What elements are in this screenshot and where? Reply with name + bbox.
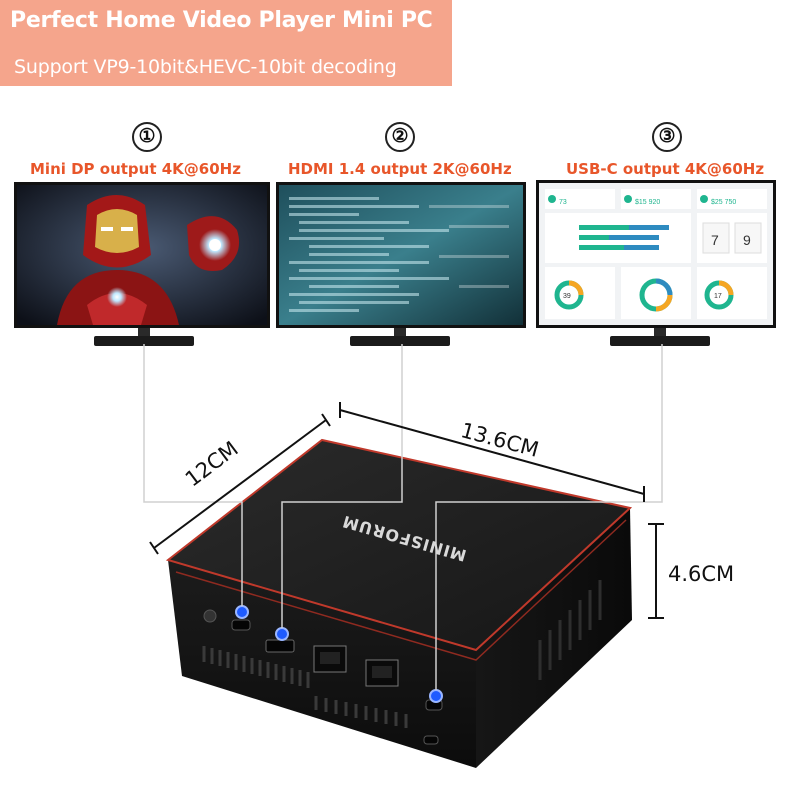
output-label-usbc: USB-C output 4K@60Hz (566, 160, 765, 178)
dashboard-donut-1: 39 (563, 293, 571, 300)
code-screen-image (279, 185, 523, 325)
dashboard-stat-3: $25 750 (711, 199, 736, 206)
lock-slot-icon (423, 735, 439, 745)
output-number-1: ① (132, 122, 162, 152)
output-number-3: ③ (652, 122, 682, 152)
mini-dp-port-icon (231, 619, 251, 631)
port-marker-2 (275, 627, 289, 641)
device-top-face (168, 440, 630, 650)
connector-lines (143, 344, 663, 690)
dashboard-donut-2: 17 (714, 293, 722, 300)
monitor-3-neck (654, 328, 666, 338)
banner-subtitle: Support VP9-10bit&HEVC-10bit decoding (14, 56, 397, 78)
monitor-2-stand (350, 336, 450, 346)
dimension-lines (149, 402, 664, 619)
banner-title: Perfect Home Video Player Mini PC (10, 8, 433, 33)
monitor-3-stand (610, 336, 710, 346)
output-number-2: ② (385, 122, 415, 152)
movie-scene-image (17, 185, 267, 325)
height-dimension-label: 4.6CM (668, 562, 735, 586)
port-marker-1 (235, 605, 249, 619)
monitor-2-screen (276, 182, 526, 328)
banner: Perfect Home Video Player Mini PC Suppor… (0, 0, 452, 86)
monitor-1-neck (138, 328, 150, 338)
output-label-mini-dp: Mini DP output 4K@60Hz (30, 160, 241, 178)
device-side-face (476, 508, 632, 768)
monitor-1-screen (14, 182, 270, 328)
dashboard-stat-2: $15 920 (635, 199, 660, 206)
hdmi-port-icon (265, 639, 295, 653)
front-vents (202, 646, 408, 728)
dashboard-stat-1: 73 (559, 199, 567, 206)
output-label-hdmi: HDMI 1.4 output 2K@60Hz (288, 160, 512, 178)
monitor-3-screen: 73 $15 920 $25 750 7 9 39 17 (536, 180, 776, 328)
dashboard-tile-1: 7 (711, 232, 719, 248)
power-jack-icon (203, 609, 217, 623)
dashboard-image: 73 $15 920 $25 750 7 9 39 17 (539, 183, 773, 325)
port-marker-3 (429, 689, 443, 703)
monitor-2-neck (394, 328, 406, 338)
side-vents (538, 580, 602, 680)
dashboard-tile-2: 9 (743, 232, 751, 248)
monitor-1-stand (94, 336, 194, 346)
